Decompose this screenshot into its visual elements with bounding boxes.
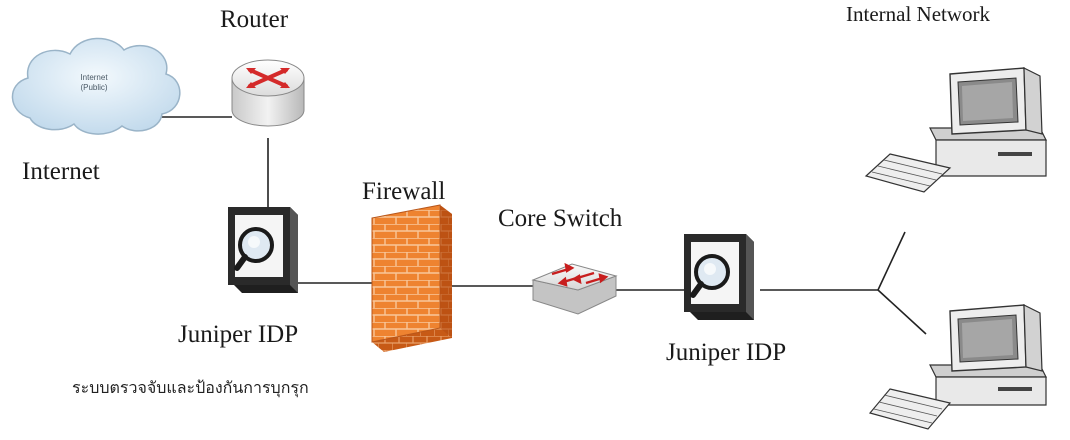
internet-label: Internet (22, 158, 100, 185)
firewall-icon (371, 204, 452, 352)
line-hub-bottom-pc (877, 289, 927, 335)
idp-icon-right (684, 234, 754, 320)
idp-icon (228, 207, 298, 293)
cloud-icon: Internet (Public) (11, 37, 181, 135)
idp-left-label: Juniper IDP (178, 321, 299, 348)
router-label: Router (220, 6, 289, 33)
cloud-text-line1: Internet (80, 73, 108, 82)
internal-network-label: Internal Network (846, 2, 991, 26)
idp-right-label: Juniper IDP (666, 339, 787, 366)
computer-icon-bottom (868, 304, 1047, 430)
firewall-label: Firewall (362, 178, 446, 205)
core-switch-label: Core Switch (498, 205, 623, 232)
router-icon (231, 59, 305, 127)
line-hub-top-pc (877, 231, 906, 291)
ids-caption: ระบบตรวจจับและป้องกันการบุกรุก (72, 378, 309, 397)
computer-icon (864, 67, 1047, 193)
cloud-text-line2: (Public) (80, 83, 107, 92)
connection-lines (160, 116, 927, 335)
switch-icon (531, 262, 618, 315)
